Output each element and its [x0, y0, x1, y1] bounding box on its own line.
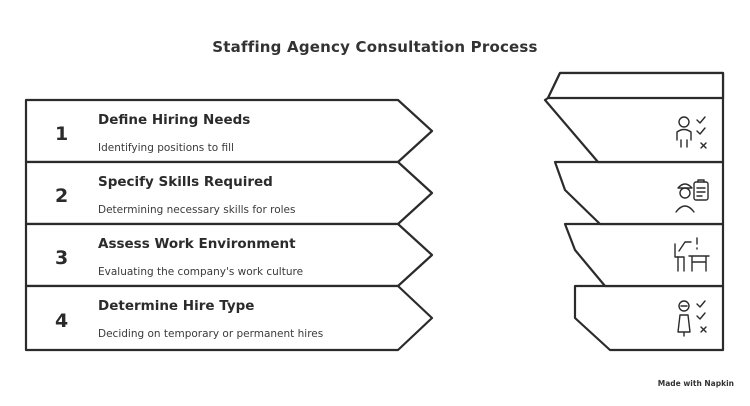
step-2-arrow-shape [24, 160, 434, 226]
step-3-number: 3 [55, 247, 68, 269]
step-2-subtitle: Determining necessary skills for roles [98, 204, 295, 216]
step-1-number: 1 [55, 123, 68, 145]
step-1-banner: 1 Define Hiring Needs Identifying positi… [24, 98, 434, 164]
made-with-footer: Made with Napkin [657, 379, 734, 388]
step-4-number: 4 [55, 310, 68, 332]
person-checklist-icon [676, 116, 707, 149]
step-4-subtitle: Deciding on temporary or permanent hires [98, 328, 323, 340]
step-2-title: Specify Skills Required [98, 174, 273, 190]
step-1-arrow-shape [24, 98, 434, 164]
office-desk-icon [674, 237, 710, 272]
step-4-banner: 4 Determine Hire Type Deciding on tempor… [24, 284, 434, 352]
worker-clipboard-icon [675, 179, 709, 213]
step-3-subtitle: Evaluating the company's work culture [98, 266, 303, 278]
person-choice-icon [677, 300, 707, 337]
step-3-banner: 3 Assess Work Environment Evaluating the… [24, 222, 434, 288]
panel-3-shape [563, 222, 725, 288]
panel-2-shape [553, 160, 725, 226]
step-4-arrow-shape [24, 284, 434, 352]
step-1-title: Define Hiring Needs [98, 112, 250, 128]
step-1-subtitle: Identifying positions to fill [98, 142, 234, 154]
step-4-title: Determine Hire Type [98, 298, 254, 314]
step-3-title: Assess Work Environment [98, 236, 296, 252]
panel-1-top [546, 71, 725, 100]
step-2-banner: 2 Specify Skills Required Determining ne… [24, 160, 434, 226]
icon-panel-stack [543, 71, 725, 352]
step-3-arrow-shape [24, 222, 434, 288]
diagram-title: Staffing Agency Consultation Process [212, 38, 538, 56]
step-2-number: 2 [55, 185, 68, 207]
